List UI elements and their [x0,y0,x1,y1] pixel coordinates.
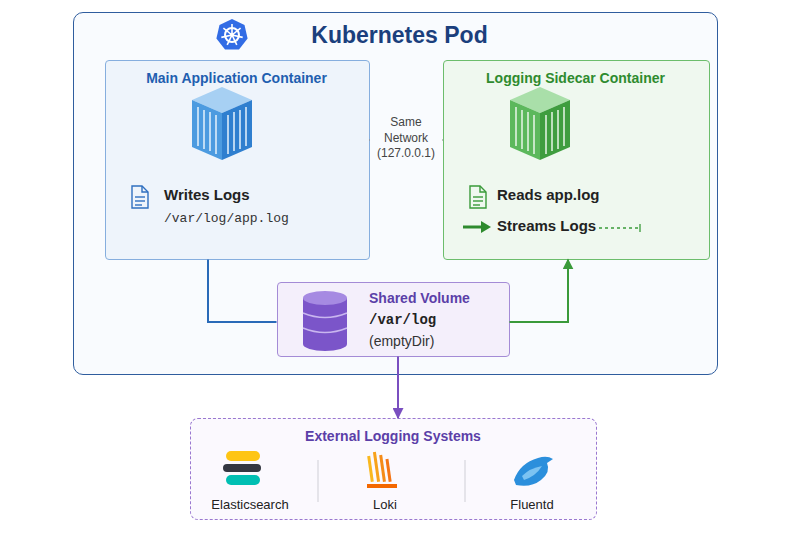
action-text: Writes Logs [164,186,250,204]
tool-name: Fluentd [482,497,582,513]
pod-box: Kubernetes PodMain Application Container… [73,12,718,375]
action-text: Reads app.log [497,186,600,204]
container-heading: Logging Sidecar Container [445,70,706,87]
volume-type: (emptyDir) [369,333,434,350]
action-text: Streams Logs [497,217,596,235]
pod-title: Kubernetes Pod [250,22,550,50]
file-path: /var/log/app.log [164,211,289,227]
sidecar-container-box: Logging Sidecar ContainerReads app.logSt… [443,60,710,260]
tool-name: Loki [335,497,435,513]
edge-label: Same Network (127.0.0.1) [370,115,442,162]
volume-box: Shared Volume/var/log (emptyDir) [277,282,510,357]
tool-name: Elasticsearch [200,497,300,513]
group-heading: External Logging Systems [200,428,587,445]
mount-path: /var/log [369,312,436,329]
container-heading: Main Application Container [106,70,367,87]
app-container-box: Main Application ContainerWrites Logs/va… [105,60,370,260]
volume-heading: Shared Volume [369,290,470,307]
